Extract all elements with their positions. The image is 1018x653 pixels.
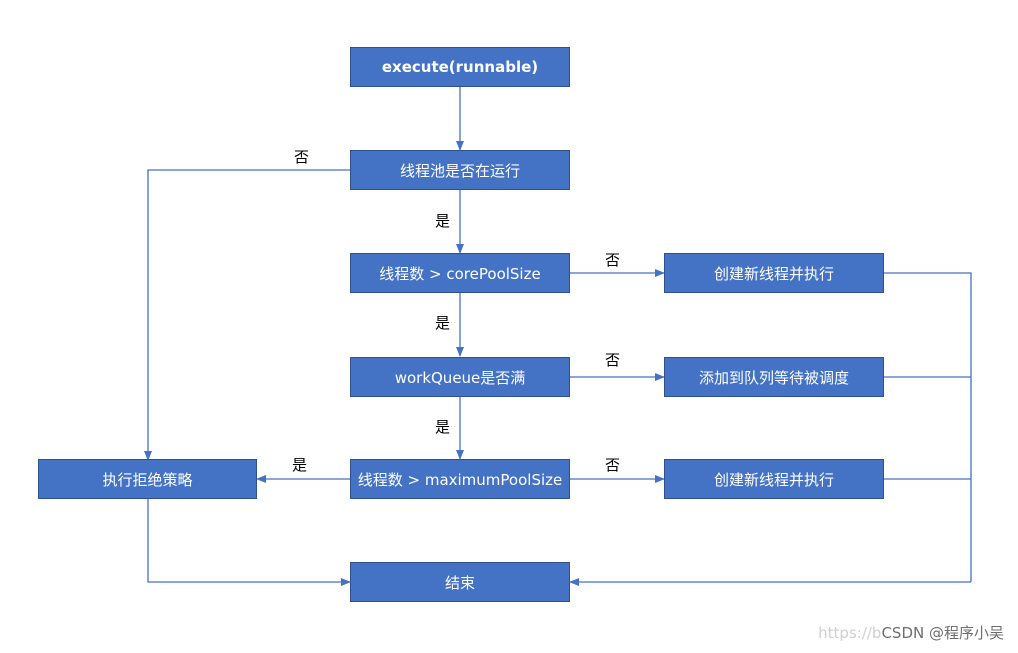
watermark-url: https://b — [818, 624, 882, 642]
node-end: 结束 — [350, 562, 570, 602]
node-create-thread-1: 创建新线程并执行 — [664, 253, 884, 293]
watermark-text: CSDN @程序小吴 — [881, 624, 1004, 642]
node-max-check: 线程数 > maximumPoolSize — [350, 459, 570, 499]
node-create-thread-2: 创建新线程并执行 — [664, 459, 884, 499]
label-yes-queue: 是 — [435, 418, 451, 436]
label-no-queue: 否 — [605, 351, 621, 369]
node-pool-running: 线程池是否在运行 — [350, 150, 570, 190]
label-no-max: 否 — [605, 456, 621, 474]
node-queue-full: workQueue是否满 — [350, 357, 570, 397]
watermark: https://bCSDN @程序小吴 — [818, 622, 1004, 643]
label-no-core: 否 — [605, 251, 621, 269]
label-yes-core: 是 — [435, 314, 451, 332]
edge-create1-to-right — [883, 272, 972, 582]
edge-reject-to-end — [147, 499, 351, 586]
node-add-queue: 添加到队列等待被调度 — [664, 357, 884, 397]
node-execute: execute(runnable) — [350, 47, 570, 87]
node-reject: 执行拒绝策略 — [38, 459, 257, 499]
edge-running-to-reject — [144, 169, 350, 461]
label-yes-max: 是 — [292, 456, 308, 474]
node-core-check: 线程数 > corePoolSize — [350, 253, 570, 293]
label-yes-running: 是 — [435, 212, 451, 230]
label-no-running: 否 — [294, 148, 310, 166]
